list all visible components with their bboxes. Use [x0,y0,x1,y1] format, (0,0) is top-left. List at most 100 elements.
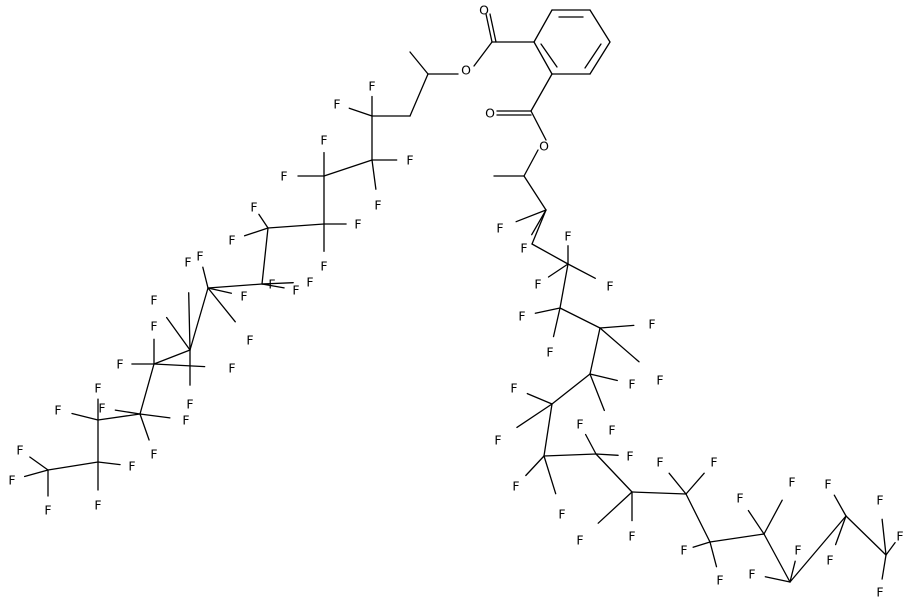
fluorine-atom-label: F [306,275,313,290]
fluorine-atom-label: F [354,217,361,232]
fluorine-atom-label: F [406,153,413,168]
bond [473,41,493,67]
fluorine-atom-label: F [250,200,257,215]
c-f-bond [833,494,847,517]
bond [267,223,325,229]
bond [323,159,373,177]
fluorine-atom-label: F [546,345,553,360]
fluorine-atom-label: F [518,309,525,324]
carbonyl-double-bond [485,13,493,43]
c-f-bond [534,307,561,314]
c-f-bond [599,324,635,329]
fluorine-atom-label: F [150,319,157,334]
fluorine-atom-label: F [534,277,541,292]
c-f-bond [567,263,596,279]
bond [789,515,847,583]
oxygen-atom-label: O [479,3,489,18]
fluorine-atom-label: F [320,259,327,274]
c-f-bond [885,542,896,556]
c-f-bond [207,287,236,323]
bond [207,283,263,289]
bond [589,327,601,375]
fluorine-atom-label: F [150,447,157,462]
c-f-bond [165,316,191,351]
fluorine-atom-label: F [510,381,517,396]
c-f-bond [543,455,557,495]
c-f-bond [595,453,619,456]
c-f-bond [153,363,206,368]
fluorine-atom-label: F [512,479,519,494]
c-f-bond [789,560,796,583]
fluorine-atom-label: F [656,455,663,470]
c-f-bond [692,541,711,548]
ring-double-bond [584,43,602,69]
bond [153,349,191,365]
carbonyl-double-bond [489,13,497,43]
c-f-bond [71,412,99,421]
c-f-bond [139,413,171,419]
c-f-bond [599,327,640,363]
fluorine-atom-label: F [333,97,340,112]
fluorine-atom-label: F [716,573,723,588]
c-f-bond [597,491,633,524]
fluorine-atom-label: F [628,529,635,544]
c-f-bond [516,403,553,429]
fluorine-atom-label: F [94,498,101,513]
bond [530,110,547,141]
fluorine-atom-label: F [608,423,615,438]
bond [530,73,553,112]
bond [543,453,597,457]
fluorine-atom-label: F [94,381,101,396]
bond [543,403,553,457]
c-f-bond [29,456,49,471]
bond [595,453,633,493]
c-f-bond [139,413,150,441]
fluorine-atom-label: F [186,397,193,412]
c-f-bond [747,509,765,535]
c-f-bond [525,455,545,477]
bond [409,51,429,75]
fluorine-atom-label: F [246,333,253,348]
fluorine-atom-label: F [648,317,655,332]
fluorine-atom-label: F [826,553,833,568]
c-f-bond [668,472,687,495]
c-f-bond [763,499,783,535]
fluorine-atom-label: F [8,473,15,488]
c-f-bond [881,554,887,580]
c-f-bond [547,263,569,278]
c-f-bond [764,576,791,583]
c-f-bond [881,518,887,556]
oxygen-atom-label: O [539,139,549,154]
bond-layer [23,9,896,583]
fluorine-atom-label: F [558,507,565,522]
fluorine-atom-label: F [374,198,381,213]
fluorine-atom-label: F [788,475,795,490]
c-f-bond [258,213,269,229]
c-f-bond [685,472,705,495]
fluorine-atom-label: F [240,289,247,304]
c-f-bond [243,227,269,237]
fluorine-atom-label: F [748,567,755,582]
fluorine-atom-label: F [626,449,633,464]
bond [631,491,687,495]
bond [523,149,539,177]
fluorine-atom-label: F [150,293,157,308]
fluorine-atom-label: F [320,133,327,148]
c-f-bond [261,282,294,285]
fluorine-atom-label: F [876,493,883,508]
ring-double-bond [540,43,558,68]
c-f-bond [709,541,718,568]
bond [47,461,99,471]
oxygen-atom-label: O [461,63,471,78]
fluorine-atom-label: F [228,361,235,376]
c-f-bond [526,392,553,405]
fluorine-atom-label: F [196,249,203,264]
fluorine-atom-label: F [710,455,717,470]
fluorine-atom-label: F [182,413,189,428]
c-f-bond [23,469,49,478]
fluorine-atom-label: F [656,373,663,388]
fluorine-atom-label: F [520,241,527,256]
bond [409,73,429,117]
